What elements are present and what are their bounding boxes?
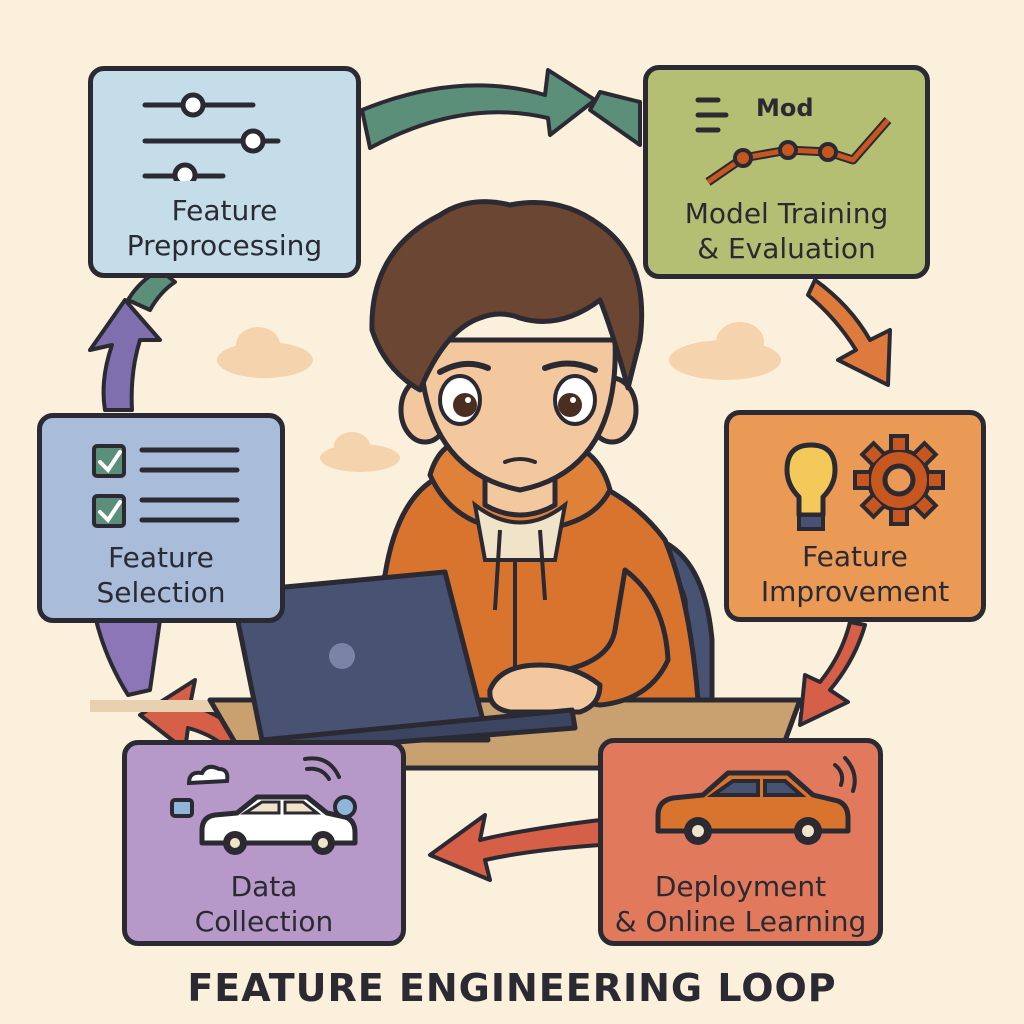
line-chart-icon [648,70,925,190]
connected-car-icon [127,745,401,860]
chart-caption: Mod [756,94,814,122]
gear-icon [855,436,943,524]
laptop-logo [329,643,355,669]
lightbulb-icon [787,445,835,529]
checkbox-icon [94,446,124,526]
hand [490,665,600,712]
checklist-icon [42,418,280,533]
signal-icon [307,769,329,779]
sensor-icon [335,797,355,817]
device-icon [172,800,192,816]
step-label: Deployment& Online Learning [603,869,878,939]
arrow-deployment-to-collection [430,815,600,880]
arrow-selection-to-preprocessing [90,300,160,410]
head [372,202,642,490]
car-icon [603,743,878,853]
cloud-icon [189,767,227,783]
arrow-preprocessing-to-training [362,70,595,148]
arrow-improvement-to-deployment [800,622,865,725]
sliders-icon [93,71,356,181]
diagram-title: FEATURE ENGINEERING LOOP [0,966,1024,1010]
step-label: Model Training& Evaluation [648,196,925,266]
arrow-training-to-improvement [808,280,890,385]
arrow-tail-top [590,92,640,145]
step-deployment: Deployment& Online Learning [598,738,883,946]
step-model-training: Mod Model Training& Evaluation [643,65,930,279]
lightbulb-gear-icon [729,415,981,535]
